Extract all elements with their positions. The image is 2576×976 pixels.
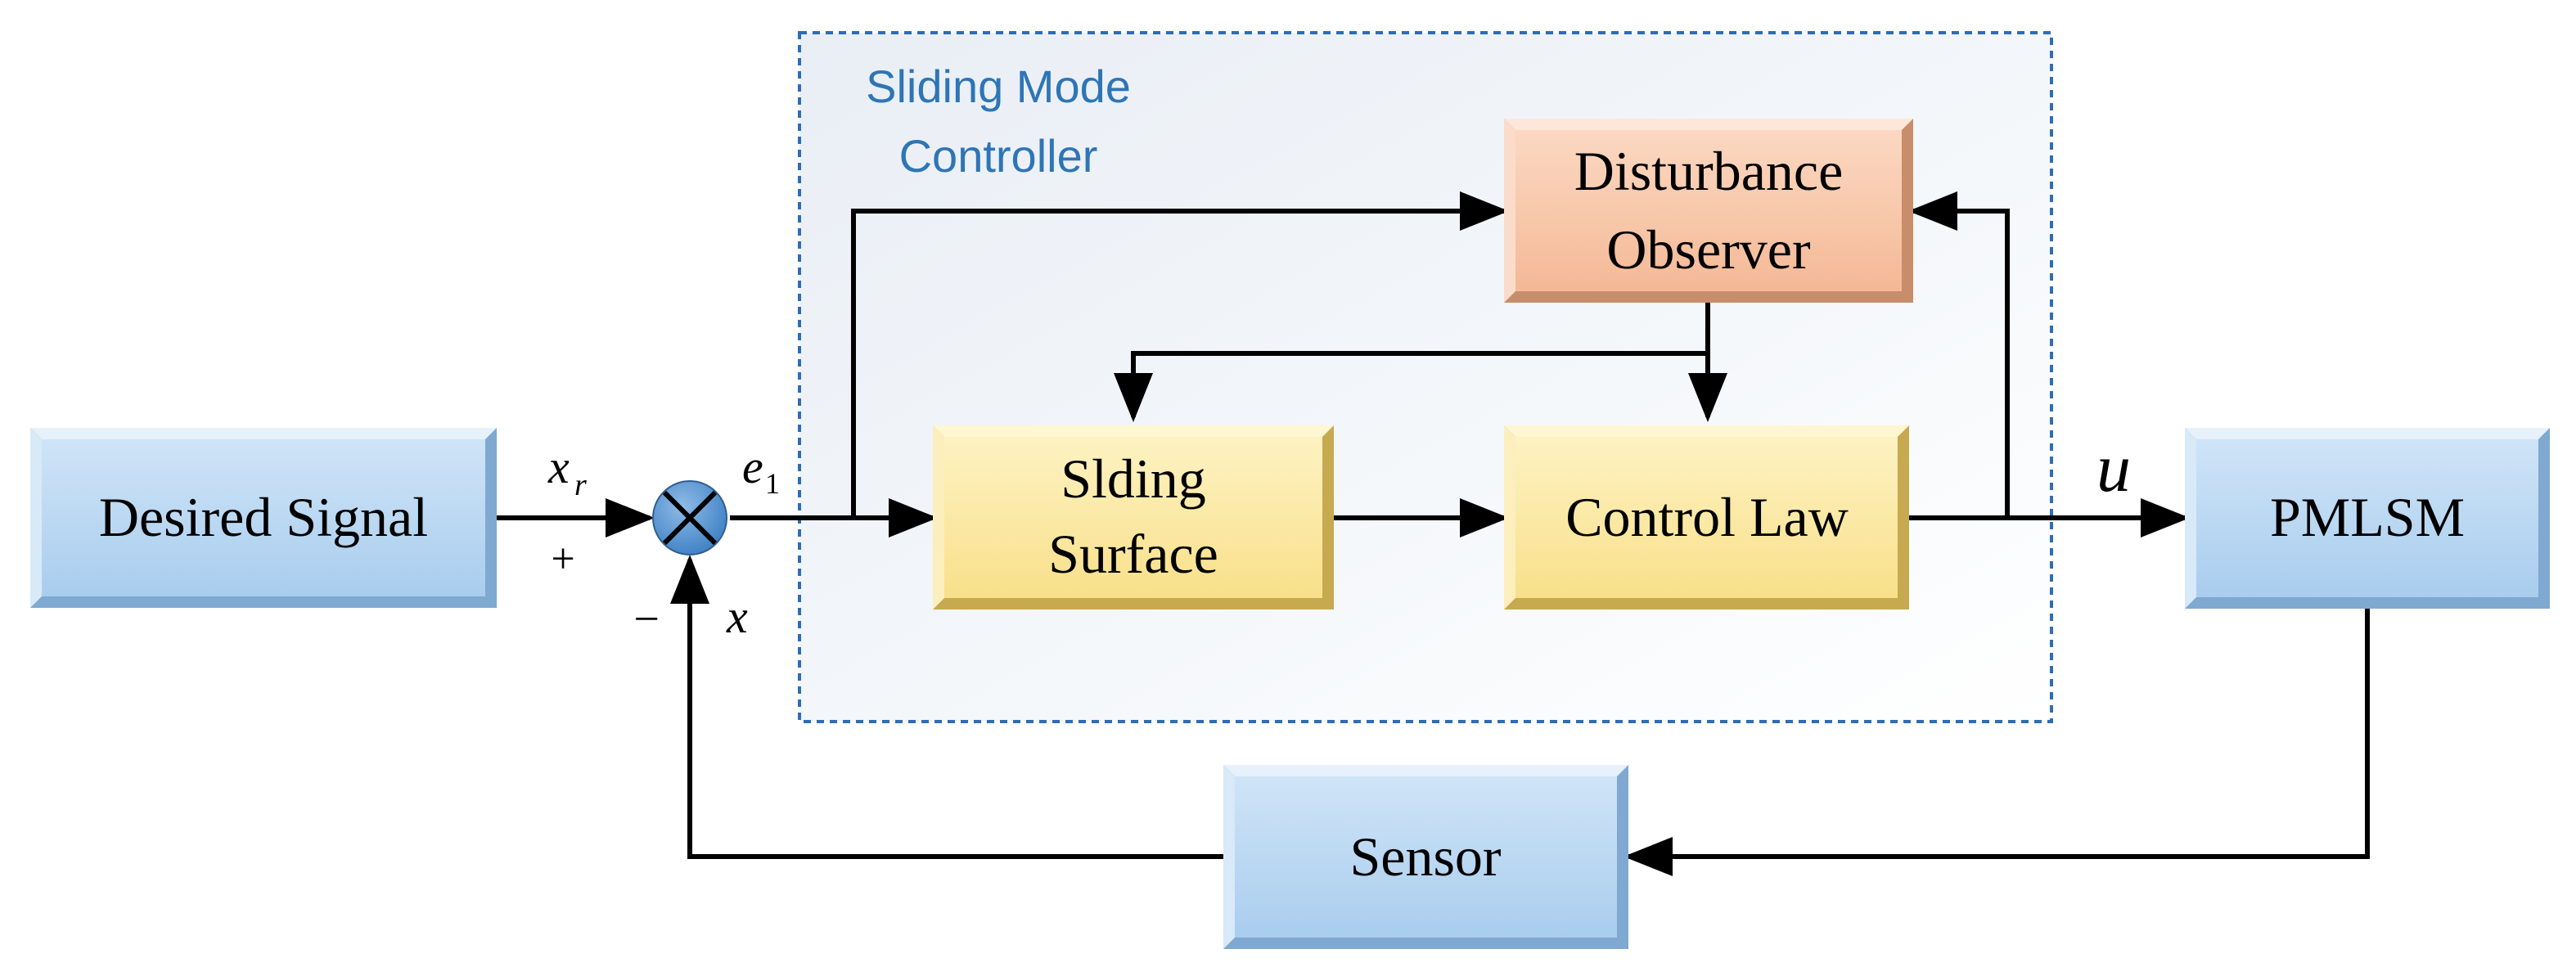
- sensor-block: Sensor: [1223, 765, 1628, 949]
- disturbance-observer-label-line2: Observer: [1606, 218, 1811, 281]
- feedback-signal-label: x: [726, 590, 748, 643]
- control-law-label: Control Law: [1565, 486, 1849, 548]
- reference-signal-label: x: [547, 440, 570, 493]
- controller-group-title-line2: Controller: [899, 130, 1098, 182]
- summing-junction: [652, 480, 727, 555]
- desired-signal-block: Desired Signal: [30, 428, 497, 608]
- sensor-label: Sensor: [1349, 825, 1501, 888]
- sliding-surface-label-line2: Surface: [1048, 523, 1218, 585]
- wire-control-to-disturbance-observer: [1908, 191, 2010, 518]
- control-input-label: u: [2096, 430, 2131, 506]
- reference-signal-subscript: r: [574, 468, 587, 502]
- wire-error-to-disturbance-observer: [851, 191, 1509, 518]
- controller-group-title-line1: Sliding Mode: [866, 61, 1131, 112]
- signal-wires: [497, 191, 2370, 876]
- control-law-block: Control Law: [1504, 425, 1909, 609]
- desired-signal-label: Desired Signal: [99, 486, 428, 548]
- plus-sign: +: [551, 536, 574, 582]
- wire-sensor-to-junction: [670, 555, 1223, 859]
- sliding-surface-label-line1: Slding: [1061, 448, 1206, 510]
- signal-labels: x r + e 1 − x u: [547, 430, 2131, 645]
- disturbance-observer-label-line1: Disturbance: [1574, 140, 1844, 202]
- wire-pmlsm-to-sensor: [1624, 609, 2370, 876]
- pmlsm-label: PMLSM: [2270, 486, 2465, 548]
- wire-observer-to-sliding-surface: [1114, 351, 1708, 422]
- error-signal-subscript: 1: [765, 467, 780, 500]
- pmlsm-block: PMLSM: [2185, 428, 2550, 609]
- error-signal-label: e: [742, 440, 763, 493]
- disturbance-observer-block: Disturbance Observer: [1504, 119, 1913, 303]
- minus-sign: −: [633, 594, 660, 645]
- sliding-surface-block: Slding Surface: [933, 425, 1334, 609]
